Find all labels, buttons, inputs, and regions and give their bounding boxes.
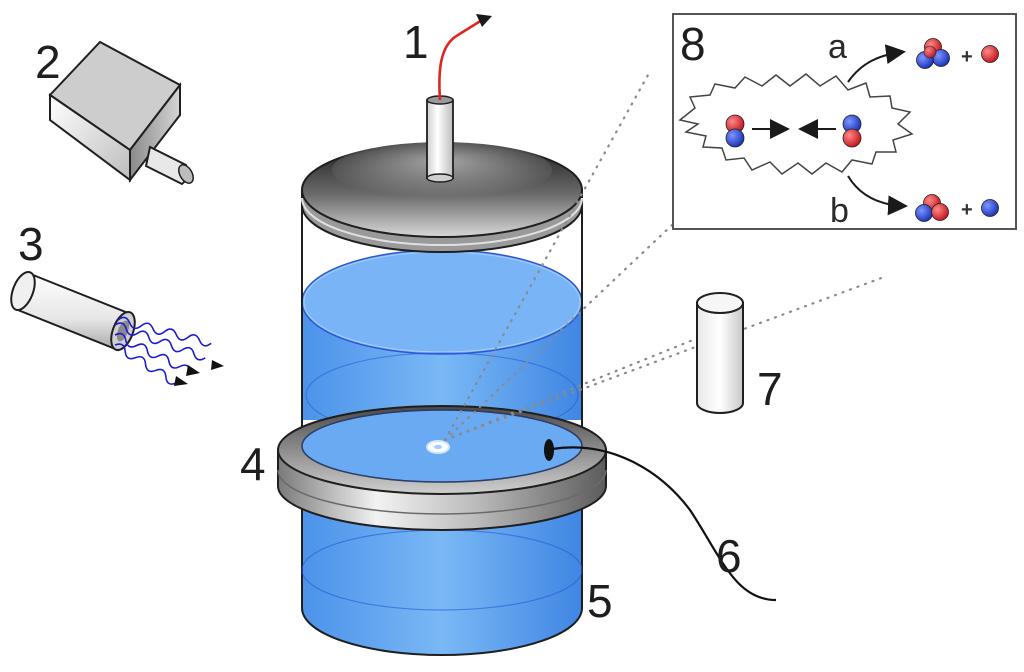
- label-4: 4: [240, 438, 266, 490]
- deuteron-left: [725, 114, 745, 148]
- lamp: [10, 270, 136, 352]
- label-5: 5: [587, 575, 613, 627]
- chamber-lid: [301, 140, 583, 253]
- chamber: [277, 14, 607, 656]
- label-1: 1: [403, 16, 429, 68]
- label-6: 6: [716, 530, 742, 582]
- label-branch-a: a: [828, 28, 847, 66]
- liquid-surface: [301, 249, 583, 355]
- light-arrowheads: [174, 360, 224, 386]
- extraction-arrow: [438, 18, 483, 101]
- outlet-pipe: [426, 95, 454, 183]
- product-b-particle: [981, 199, 999, 217]
- product-a-particle: [981, 45, 999, 63]
- label-7: 7: [757, 363, 783, 415]
- deuteron-right: [842, 114, 862, 148]
- branch-a-arrow: [847, 44, 906, 83]
- sensor: [544, 439, 554, 461]
- plus-b: +: [961, 199, 973, 221]
- label-branch-b: b: [830, 192, 849, 230]
- collision-burst: [678, 73, 914, 175]
- detector: [696, 292, 744, 414]
- light-waves: [114, 316, 212, 385]
- branch-b-arrow: [847, 175, 908, 216]
- plus-a: +: [961, 46, 973, 68]
- product-b-nucleus: [915, 194, 949, 222]
- label-8: 8: [680, 18, 706, 70]
- inset-box: + + 8 a b: [672, 13, 1017, 230]
- product-a-nucleus: [916, 38, 950, 69]
- sight-lines: [443, 73, 886, 442]
- sensor-cable: [551, 446, 777, 602]
- label-2: 2: [35, 36, 61, 88]
- label-3: 3: [18, 218, 44, 270]
- camera: [48, 40, 194, 186]
- lower-liquid: [301, 489, 583, 656]
- piezo-ring: [277, 405, 607, 531]
